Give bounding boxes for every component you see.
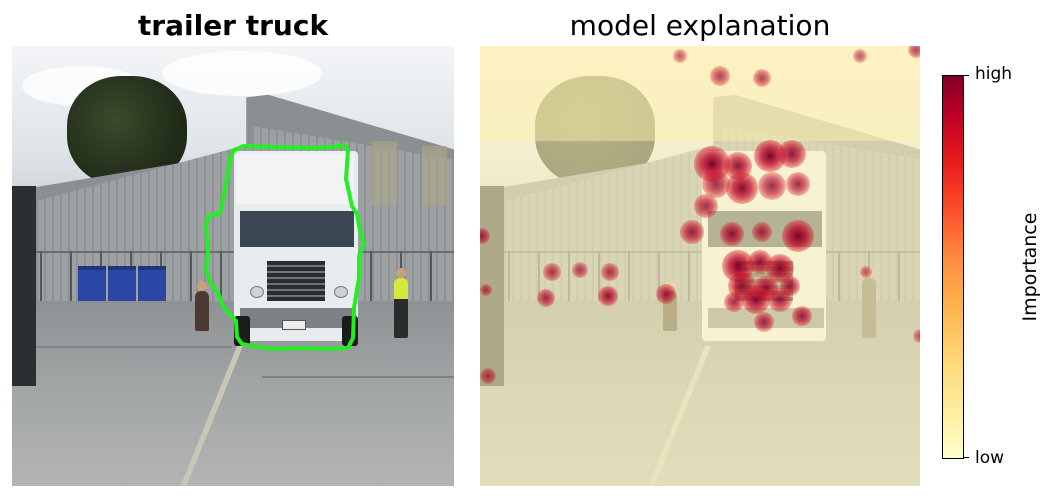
colorbar-low-label: low (975, 448, 1005, 468)
importance-spot (860, 266, 872, 278)
worker (394, 278, 408, 338)
forklift (12, 186, 36, 386)
importance-spot (786, 172, 810, 196)
importance-spot (543, 263, 561, 281)
segmentation-outline (204, 143, 366, 351)
importance-spot (726, 172, 758, 204)
importance-spot (710, 66, 730, 86)
importance-spot (702, 170, 730, 198)
explanation-title: model explanation (569, 9, 831, 42)
importance-spot (656, 284, 676, 304)
importance-spot (753, 69, 771, 87)
importance-spot (480, 284, 492, 296)
importance-spot (724, 292, 744, 312)
importance-spot (598, 286, 618, 306)
importance-spot (601, 263, 619, 281)
importance-spot (572, 262, 588, 278)
truck-grille (267, 261, 325, 301)
importance-spot (758, 172, 786, 200)
importance-spot (537, 289, 555, 307)
importance-spot (742, 286, 770, 314)
importance-spot (480, 368, 496, 384)
importance-spot (720, 222, 744, 246)
truck-windshield (240, 211, 354, 247)
importance-spot (754, 312, 774, 332)
importance-spot (694, 194, 718, 218)
importance-spot (908, 46, 920, 58)
importance-spot (480, 228, 490, 244)
importance-spot (752, 222, 772, 242)
importance-spot (778, 140, 806, 168)
explanation-heatmap (480, 46, 920, 486)
importance-spot (913, 329, 920, 343)
importance-colorbar (942, 75, 964, 459)
colorbar-high-label: high (975, 64, 1013, 84)
importance-spot (792, 306, 812, 326)
importance-spot (680, 220, 704, 244)
importance-spot (853, 49, 867, 63)
colorbar-low-tick (963, 457, 969, 458)
worker (195, 291, 209, 331)
importance-spot (768, 288, 792, 312)
colorbar-axis-label: Importance (1019, 212, 1041, 322)
importance-spot (782, 220, 814, 252)
colorbar-high-tick (963, 75, 969, 76)
concrete-yard (12, 301, 454, 486)
importance-spot (673, 49, 687, 63)
predicted-class-title: trailer truck (137, 9, 329, 42)
input-image (12, 46, 454, 486)
